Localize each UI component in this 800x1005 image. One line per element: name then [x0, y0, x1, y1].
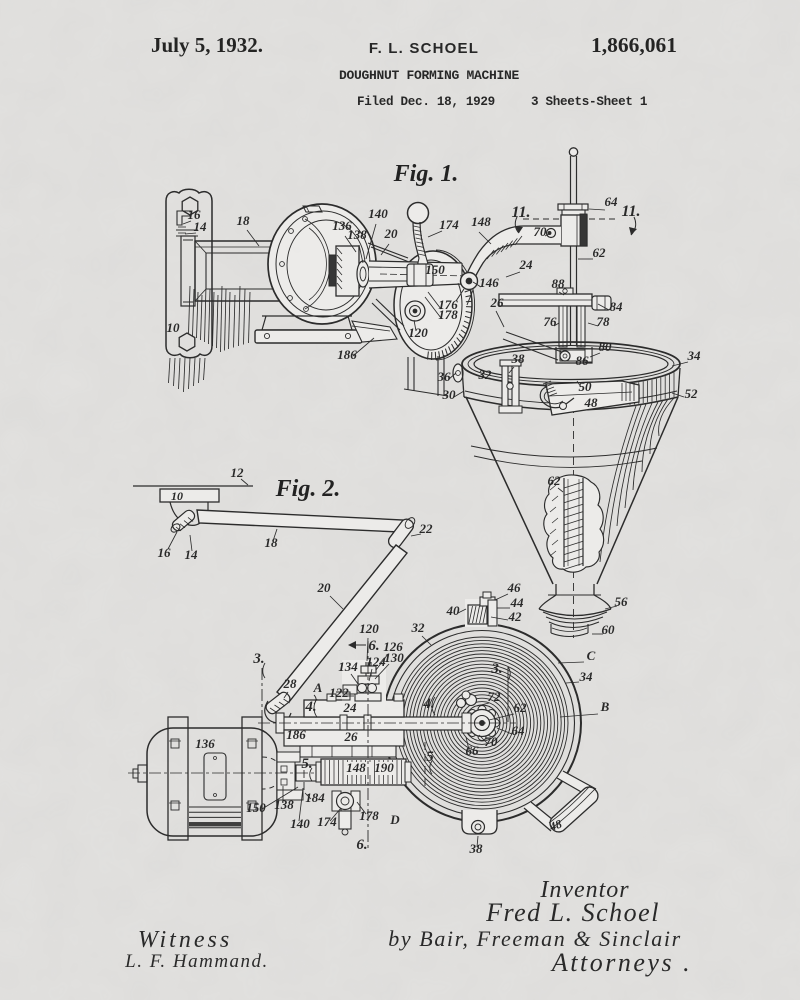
svg-text:46: 46: [507, 580, 522, 595]
svg-text:148: 148: [471, 214, 491, 229]
svg-text:60: 60: [602, 622, 616, 637]
svg-text:70: 70: [485, 734, 499, 749]
svg-text:42: 42: [508, 609, 523, 624]
svg-text:80: 80: [599, 339, 613, 354]
svg-text:174: 174: [439, 217, 459, 232]
svg-text:64: 64: [605, 194, 619, 209]
svg-text:B: B: [600, 699, 610, 714]
svg-text:150: 150: [425, 262, 445, 277]
svg-text:3.: 3.: [490, 661, 502, 677]
svg-text:62: 62: [593, 245, 607, 260]
svg-text:18: 18: [265, 535, 279, 550]
svg-text:F. L. SCHOEL: F. L. SCHOEL: [369, 40, 479, 57]
svg-text:148: 148: [346, 760, 366, 775]
svg-text:70: 70: [534, 224, 548, 239]
svg-text:44: 44: [510, 595, 525, 610]
svg-text:190: 190: [374, 760, 394, 775]
svg-text:10: 10: [167, 320, 181, 335]
svg-text:Fig. 2.: Fig. 2.: [275, 476, 341, 502]
svg-text:178: 178: [438, 307, 458, 322]
svg-text:52: 52: [685, 386, 699, 401]
svg-text:C: C: [587, 648, 596, 663]
svg-text:A: A: [313, 680, 323, 695]
svg-text:122: 122: [329, 685, 349, 700]
svg-text:28: 28: [283, 676, 298, 691]
svg-text:32: 32: [478, 367, 493, 382]
svg-text:DOUGHNUT FORMING MACHINE: DOUGHNUT FORMING MACHINE: [339, 68, 520, 83]
svg-text:11.: 11.: [511, 204, 530, 221]
svg-text:140: 140: [368, 206, 388, 221]
svg-text:Attorneys .: Attorneys .: [550, 948, 692, 977]
svg-text:88: 88: [552, 276, 566, 291]
svg-text:62: 62: [514, 700, 528, 715]
svg-text:24: 24: [519, 257, 534, 272]
svg-text:6.: 6.: [356, 837, 367, 853]
svg-text:184: 184: [305, 790, 325, 805]
svg-text:124: 124: [366, 654, 386, 669]
svg-text:20: 20: [384, 226, 399, 241]
svg-text:136: 136: [195, 736, 215, 751]
svg-text:Fred L. Schoel: Fred L. Schoel: [485, 898, 660, 927]
svg-text:86: 86: [576, 353, 590, 368]
svg-text:38: 38: [511, 351, 526, 366]
svg-text:Witness: Witness: [138, 927, 232, 953]
svg-text:140: 140: [290, 816, 310, 831]
svg-text:76: 76: [544, 314, 558, 329]
svg-text:150: 150: [246, 800, 266, 815]
svg-text:26: 26: [490, 295, 505, 310]
svg-text:D: D: [389, 812, 400, 827]
svg-text:5.: 5.: [301, 756, 312, 772]
svg-text:72: 72: [488, 689, 502, 704]
svg-text:Fig. 1.: Fig. 1.: [393, 161, 459, 187]
svg-text:1,866,061: 1,866,061: [591, 33, 677, 57]
svg-text:12: 12: [231, 465, 245, 480]
svg-text:14: 14: [185, 547, 199, 562]
svg-text:34: 34: [687, 348, 702, 363]
svg-text:July 5, 1932.: July 5, 1932.: [151, 33, 263, 57]
svg-text:34: 34: [579, 669, 594, 684]
svg-text:40: 40: [446, 603, 461, 618]
svg-text:186: 186: [286, 727, 306, 742]
svg-text:64: 64: [512, 723, 526, 738]
svg-text:38: 38: [469, 841, 484, 856]
svg-text:10: 10: [171, 489, 183, 503]
svg-text:138: 138: [347, 227, 367, 242]
svg-text:84: 84: [610, 299, 624, 314]
svg-text:14: 14: [194, 219, 208, 234]
svg-text:11.: 11.: [621, 203, 640, 220]
svg-text:134: 134: [338, 659, 358, 674]
svg-text:130: 130: [384, 650, 404, 665]
svg-text:32: 32: [411, 620, 426, 635]
svg-text:4.: 4.: [422, 696, 434, 712]
svg-text:18: 18: [237, 213, 251, 228]
svg-text:20: 20: [317, 580, 332, 595]
svg-text:48: 48: [584, 395, 599, 410]
svg-text:3.: 3.: [252, 651, 264, 667]
svg-text:178: 178: [359, 808, 379, 823]
svg-text:Filed Dec. 18, 1929: Filed Dec. 18, 1929: [357, 95, 495, 109]
svg-text:L. F. Hammand.: L. F. Hammand.: [124, 951, 269, 972]
svg-text:6.: 6.: [368, 638, 379, 654]
svg-text:146: 146: [479, 275, 499, 290]
svg-text:120: 120: [408, 325, 428, 340]
svg-text:24: 24: [343, 700, 358, 715]
svg-text:120: 120: [359, 621, 379, 636]
svg-text:56: 56: [615, 594, 629, 609]
svg-text:3 Sheets-Sheet 1: 3 Sheets-Sheet 1: [531, 95, 648, 109]
svg-text:78: 78: [597, 314, 611, 329]
svg-text:5: 5: [426, 749, 434, 765]
svg-text:36: 36: [437, 369, 452, 384]
svg-text:4.: 4.: [304, 699, 316, 715]
svg-text:62: 62: [548, 473, 562, 488]
svg-text:30: 30: [442, 387, 457, 402]
svg-text:26: 26: [344, 729, 359, 744]
